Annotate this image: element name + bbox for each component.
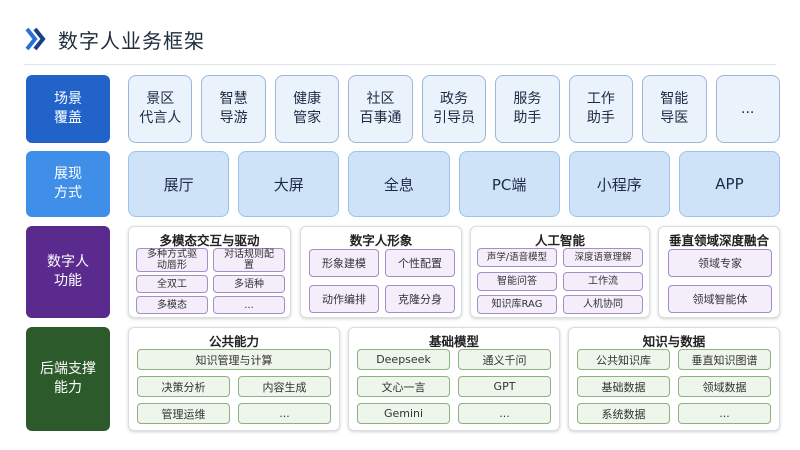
backend-chip: 领域数据 bbox=[678, 376, 771, 397]
backend-chip: 决策分析 bbox=[137, 376, 230, 397]
function-chip: 多种方式驱 动唇形 bbox=[136, 248, 208, 272]
display-row: 展厅 大屏 全息 PC端 小程序 APP bbox=[128, 151, 781, 217]
function-chip: 领域智能体 bbox=[668, 285, 772, 313]
display-item: PC端 bbox=[458, 151, 560, 217]
function-chip: 声学/语音模型 bbox=[477, 248, 557, 267]
backend-group-public: 公共能力 知识管理与计算 决策分析 内容生成 管理运维 ... bbox=[128, 327, 340, 431]
backend-chip: 系统数据 bbox=[577, 403, 670, 424]
scene-item: 服务 助手 bbox=[495, 75, 560, 143]
backend-chip: GPT bbox=[458, 376, 551, 397]
function-chip: 动作编排 bbox=[309, 285, 379, 313]
backend-chip: 通义千问 bbox=[458, 349, 551, 370]
backend-chip: 知识管理与计算 bbox=[137, 349, 331, 370]
backend-chip: ... bbox=[238, 403, 331, 424]
row-label-display: 展现 方式 bbox=[26, 151, 110, 217]
title-divider bbox=[24, 64, 776, 65]
function-chip: ... bbox=[213, 296, 285, 314]
function-chip: 克隆分身 bbox=[385, 285, 455, 313]
scene-item: 工作 助手 bbox=[568, 75, 634, 143]
function-chip: 对话规则配 置 bbox=[213, 248, 285, 272]
function-chip: 个性配置 bbox=[385, 249, 455, 277]
scene-item-more: ... bbox=[715, 75, 780, 143]
double-chevron-icon bbox=[25, 27, 46, 51]
display-item: 大屏 bbox=[238, 151, 340, 217]
function-group-ai: 人工智能 声学/语音模型 深度语意理解 智能问答 工作流 知识库RAG 人机协同 bbox=[470, 226, 650, 318]
function-chip: 人机协同 bbox=[563, 295, 643, 314]
scene-item: 景区 代言人 bbox=[128, 75, 193, 143]
backend-group-title: 基础模型 bbox=[428, 334, 479, 349]
title-row: 数字人业务框架 bbox=[24, 24, 205, 54]
backend-chip: ... bbox=[678, 403, 771, 424]
page-title: 数字人业务框架 bbox=[58, 28, 205, 53]
backend-chip: 垂直知识图谱 bbox=[678, 349, 771, 370]
function-group-vertical: 垂直领域深度融合 领域专家 领域智能体 bbox=[658, 226, 780, 318]
function-group-multimodal: 多模态交互与驱动 多种方式驱 动唇形 对话规则配 置 全双工 多语种 多模态 .… bbox=[128, 226, 291, 318]
backend-chip: 文心一言 bbox=[357, 376, 450, 397]
function-group-title: 人工智能 bbox=[534, 233, 585, 248]
row-label-functions: 数字人 功能 bbox=[26, 226, 110, 318]
backend-chip: 公共知识库 bbox=[577, 349, 670, 370]
function-chip: 工作流 bbox=[563, 272, 643, 291]
function-chip: 形象建模 bbox=[309, 249, 379, 277]
scene-item: 政务 引导员 bbox=[421, 75, 487, 143]
display-item: 展厅 bbox=[128, 151, 230, 217]
scene-item: 健康 管家 bbox=[274, 75, 340, 143]
function-group-title: 垂直领域深度融合 bbox=[668, 233, 769, 248]
backend-chip: ... bbox=[458, 403, 551, 424]
backend-group-title: 公共能力 bbox=[208, 334, 259, 349]
display-item: 全息 bbox=[348, 151, 450, 217]
backend-group-models: 基础模型 Deepseek 通义千问 文心一言 GPT Gemini ... bbox=[348, 327, 560, 431]
function-chip: 智能问答 bbox=[477, 272, 557, 291]
backend-chip: Gemini bbox=[357, 403, 450, 424]
function-chip: 深度语意理解 bbox=[563, 248, 643, 267]
display-item: 小程序 bbox=[568, 151, 670, 217]
backend-group-title: 知识与数据 bbox=[642, 334, 706, 349]
row-label-scenes: 场景 覆盖 bbox=[26, 75, 110, 143]
function-chip: 领域专家 bbox=[668, 249, 772, 277]
backend-group-knowledge: 知识与数据 公共知识库 垂直知识图谱 基础数据 领域数据 系统数据 ... bbox=[568, 327, 780, 431]
function-group-title: 数字人形象 bbox=[349, 233, 413, 248]
backend-chip: 基础数据 bbox=[577, 376, 670, 397]
function-chip: 多模态 bbox=[136, 296, 208, 314]
backend-chip: 内容生成 bbox=[238, 376, 331, 397]
scene-row: 景区 代言人 智慧 导游 健康 管家 社区 百事通 政务 引导员 服务 助手 工… bbox=[128, 75, 780, 143]
backend-chip: 管理运维 bbox=[137, 403, 230, 424]
function-chip: 知识库RAG bbox=[477, 295, 557, 314]
scene-item: 社区 百事通 bbox=[348, 75, 413, 143]
scene-item: 智能 导医 bbox=[642, 75, 707, 143]
function-chip: 全双工 bbox=[136, 275, 208, 293]
row-label-backend: 后端支撑 能力 bbox=[26, 327, 110, 431]
function-group-title: 多模态交互与驱动 bbox=[159, 233, 260, 248]
display-item: APP bbox=[678, 151, 781, 217]
function-chip: 多语种 bbox=[213, 275, 285, 293]
scene-item: 智慧 导游 bbox=[201, 75, 266, 143]
backend-chip: Deepseek bbox=[357, 349, 450, 370]
function-group-avatar: 数字人形象 形象建模 个性配置 动作编排 克隆分身 bbox=[300, 226, 462, 318]
